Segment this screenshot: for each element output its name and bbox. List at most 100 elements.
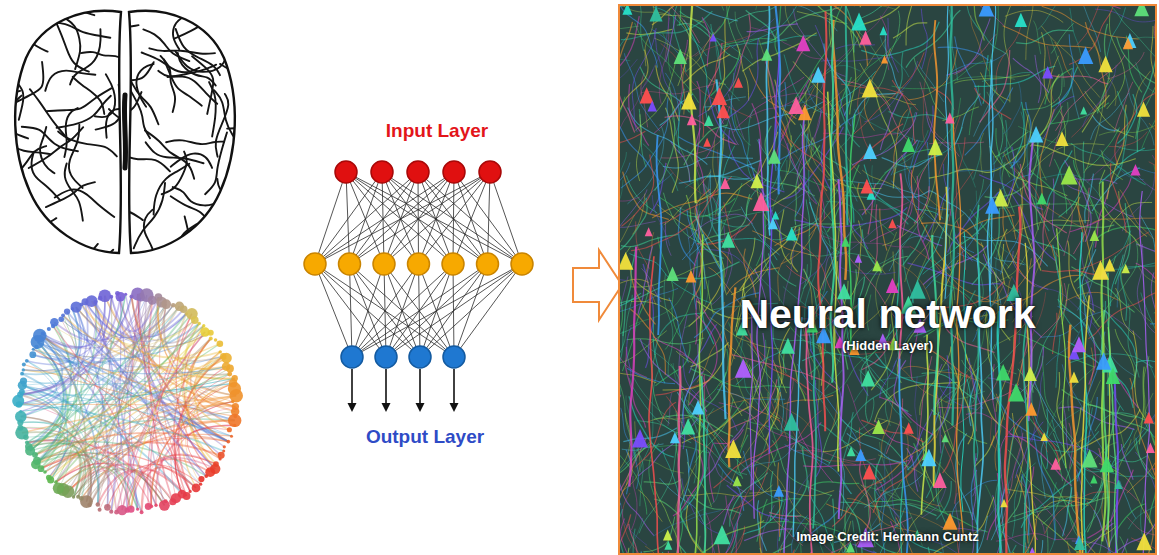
neuron-fibre (718, 464, 744, 511)
neuron-fibre (1058, 34, 1074, 104)
neuron-soma (712, 87, 727, 105)
neuron-fibre (781, 144, 834, 208)
connectome-nodes (12, 287, 243, 515)
connectome-dot (41, 332, 45, 336)
output-arrow-shaft (453, 369, 455, 405)
neuron-soma (714, 525, 731, 544)
neuron-fibre (1029, 168, 1093, 213)
neuron-fibre (1055, 42, 1096, 112)
weight-line (488, 172, 491, 264)
brain-sulcus (227, 128, 293, 145)
brain-sulcus (175, 51, 227, 72)
weight-line (352, 264, 419, 357)
neuron-soma (881, 55, 888, 63)
brain-sulcus (216, 94, 229, 157)
neuron-fibre (864, 164, 918, 223)
neuron-fibre (1038, 102, 1069, 157)
connectome-link (29, 302, 162, 447)
neuron-dendrite (998, 311, 1001, 555)
neuron-fibre (1134, 393, 1156, 485)
neuron-fibre (696, 215, 713, 314)
neuron-soma (1015, 13, 1027, 27)
brain-sulcus (209, 82, 216, 136)
neuron-fibre (905, 203, 944, 282)
neuron-fibre (778, 49, 804, 86)
neuron-fibre (1125, 75, 1154, 146)
connectome-link (35, 374, 230, 455)
neuron-soma (1000, 499, 1007, 507)
connectome-dot (29, 351, 36, 358)
neuron-fibre (1038, 5, 1069, 30)
connectome-link (126, 294, 216, 468)
neuron-soma (649, 6, 662, 21)
neuron-soma (647, 100, 657, 111)
neuron-fibre (678, 137, 755, 170)
output-arrow-head (450, 403, 459, 412)
neuron-fibre (914, 186, 929, 223)
neuron-fibre (919, 64, 944, 102)
connectome-link (127, 455, 216, 510)
neuron-fibre (893, 23, 927, 38)
neuron-fibre (945, 391, 985, 402)
brain-sulcus (30, 89, 69, 140)
neuron-fibre (969, 85, 978, 135)
brain-sulcus (68, 18, 138, 27)
neuron-soma (1104, 259, 1115, 272)
neuron-soma (796, 35, 810, 51)
weight-line (419, 172, 491, 264)
neuron-fibre (991, 448, 1002, 540)
brain-sulcus (134, 183, 165, 248)
neuron-fibre (998, 199, 1076, 260)
neuron-fibre (906, 429, 942, 506)
neuron-fibre (1042, 6, 1139, 39)
neuron-fibre (999, 229, 1010, 279)
connectome-link (21, 417, 89, 502)
neuron-fibre (653, 510, 721, 536)
neuron-fibre (753, 374, 778, 467)
brain-sulcus (8, 0, 25, 35)
neuron-fibre (838, 102, 860, 147)
neuron-fibre (836, 45, 875, 49)
neuron-fibre (979, 175, 1043, 210)
neuron-fibre (1123, 397, 1156, 452)
connectome-dot (214, 338, 217, 341)
neuron-soma (1144, 412, 1154, 424)
neuron-fibre (620, 144, 621, 149)
weight-line (315, 264, 454, 357)
weight-line (382, 172, 453, 264)
neuron-fibre (621, 98, 668, 188)
neuron-fibre (1136, 164, 1156, 173)
weight-line (315, 172, 454, 264)
brain-sulcus (96, 85, 122, 130)
brain-sulcus (70, 29, 101, 84)
connectome-dot (64, 308, 70, 314)
neuron-fibre (644, 480, 681, 485)
brain-sulcus (0, 45, 14, 78)
neuron-fibre (671, 364, 707, 430)
neuron-fibre (1099, 170, 1140, 247)
neuron-fibre (666, 15, 676, 62)
neuron-fibre (958, 144, 975, 187)
weight-line (315, 172, 382, 264)
neuron-fibre (925, 204, 991, 274)
neuron-fibre (918, 356, 932, 445)
neuron-fibre (743, 492, 782, 535)
neuron-fibre (778, 463, 780, 537)
neuron-fibre (880, 397, 934, 435)
neuron-fibre (1034, 436, 1055, 540)
brain-hemisphere (129, 11, 235, 253)
neuron-fibre (923, 53, 933, 150)
neuron-soma (710, 33, 717, 41)
neuron-fibre (751, 28, 822, 59)
neuron-fibre (633, 194, 645, 235)
neuron-soma (681, 418, 695, 434)
neuron-soma (1096, 352, 1111, 369)
neuron-soma (1090, 230, 1100, 241)
neuron-fibre (1007, 428, 1014, 494)
neuron-fibre (631, 476, 637, 530)
connectome-dot (98, 508, 102, 512)
connectome-dot (227, 372, 232, 377)
brain-sulcus (12, 230, 31, 265)
neuron-fibre (1136, 62, 1156, 130)
weight-line (346, 172, 419, 264)
